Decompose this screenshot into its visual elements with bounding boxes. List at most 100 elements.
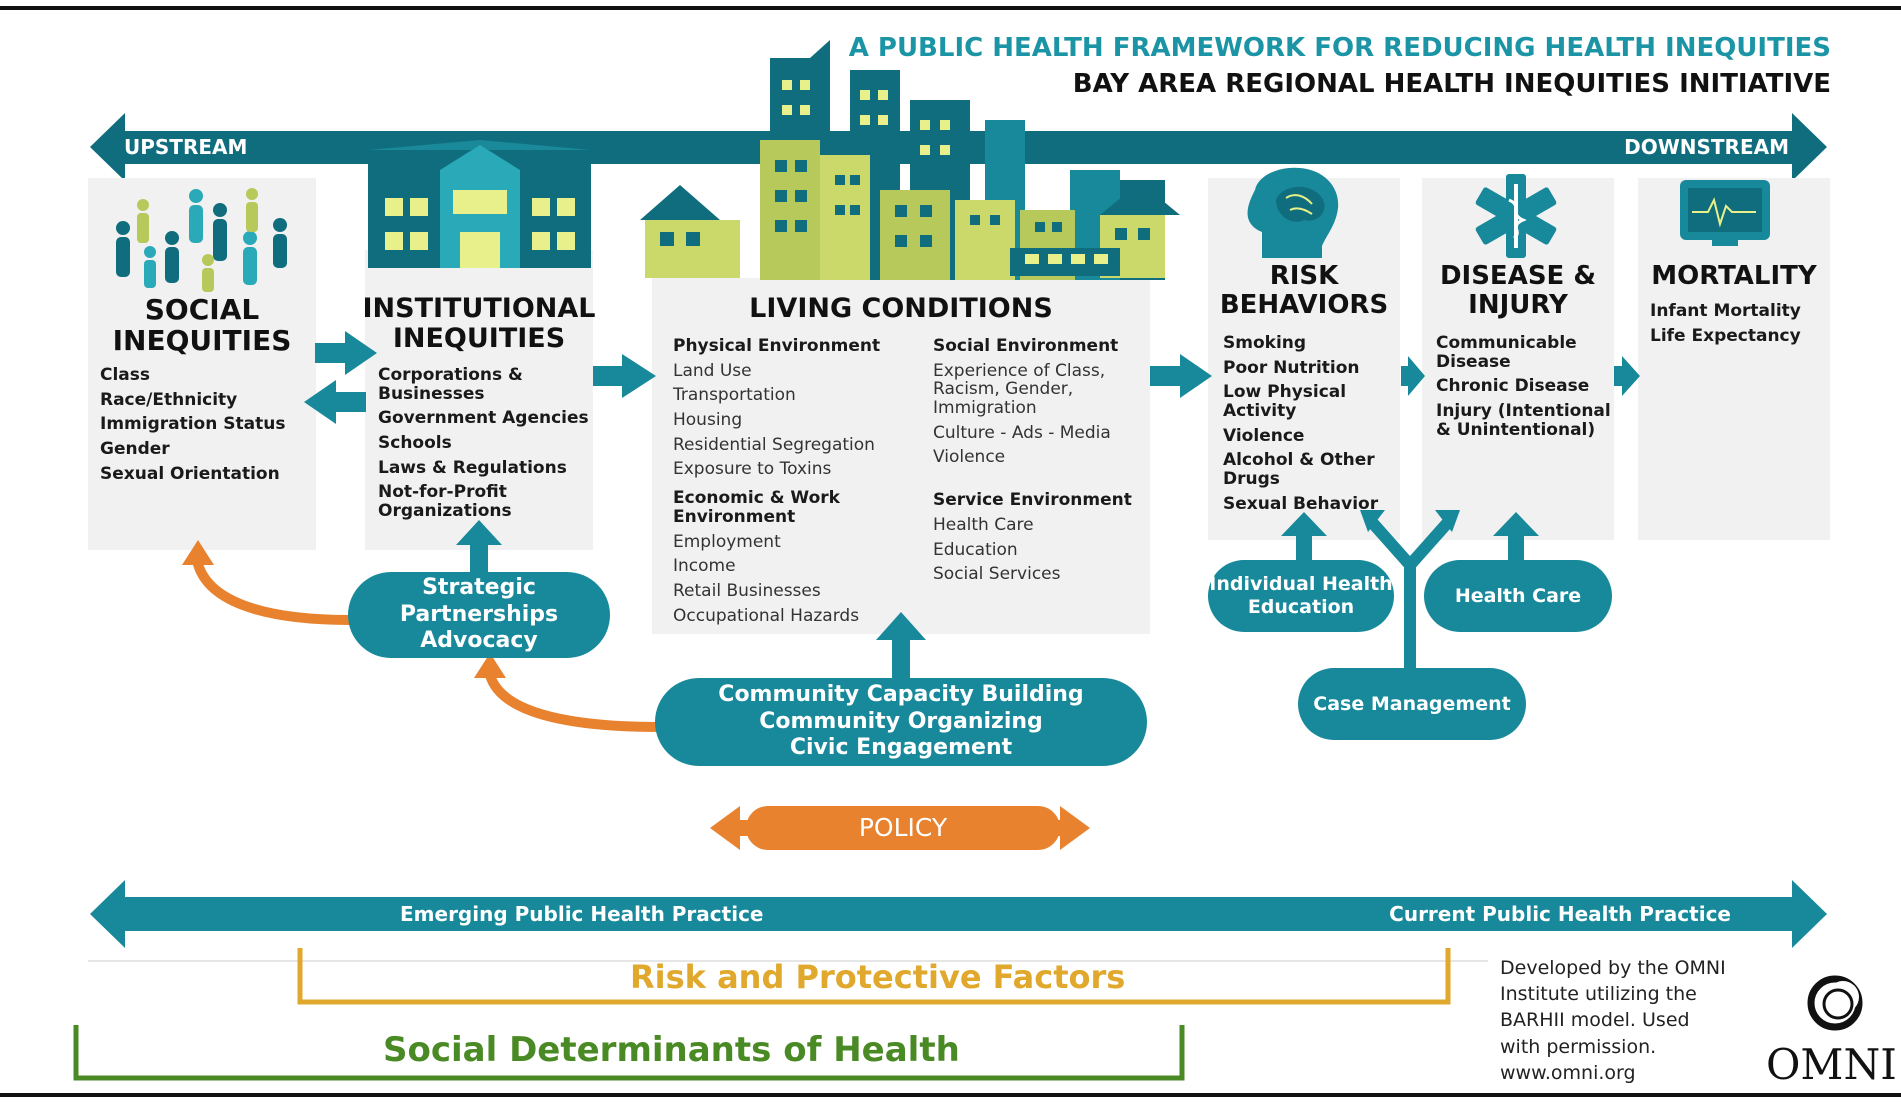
heart-monitor-icon xyxy=(1680,180,1770,246)
disease-injury-list: Communicable Disease Chronic Disease Inj… xyxy=(1436,334,1612,445)
living-conditions-col-2: Social Environment Experience of Class, … xyxy=(933,337,1143,590)
list-item: Poor Nutrition xyxy=(1223,357,1360,378)
credit-line: with permission. xyxy=(1500,1035,1657,1058)
list-item: Life Expectancy xyxy=(1650,325,1801,346)
risk-behaviors-list: Smoking Poor Nutrition Low Physical Acti… xyxy=(1223,334,1398,520)
arrow-case-left xyxy=(1360,510,1385,532)
physical-environment-heading: Physical Environment xyxy=(673,336,881,356)
bottom-rule xyxy=(0,1093,1901,1097)
institutional-title-line-1: INSTITUTIONAL xyxy=(362,293,596,324)
head-brain-icon xyxy=(1247,167,1339,258)
service-environment-heading: Service Environment xyxy=(933,490,1132,511)
list-item: Alcohol & Other Drugs xyxy=(1223,450,1375,490)
pill-line: Case Management xyxy=(1313,692,1511,715)
list-item: Race/Ethnicity xyxy=(100,389,238,410)
arrow-living-to-risk xyxy=(1150,354,1212,398)
disease-title-line-2: INJURY xyxy=(1468,290,1568,321)
omni-logo-text: OMNI xyxy=(1766,1040,1896,1089)
list-item: Laws & Regulations xyxy=(378,457,567,478)
economic-work-heading: Economic & Work Environment xyxy=(673,488,840,527)
institutional-panel-bg xyxy=(365,250,593,550)
list-item: Injury (Intentional & Unintentional) xyxy=(1436,401,1611,440)
list-item: Not-for-Profit Organizations xyxy=(378,482,512,522)
social-inequities-title: SOCIAL INEQUITIES xyxy=(88,294,316,357)
pill-line: Individual Health xyxy=(1209,573,1393,596)
list-item: Low Physical Activity xyxy=(1223,382,1347,422)
downstream-label: DOWNSTREAM xyxy=(1624,135,1789,159)
disease-title-line-1: DISEASE & xyxy=(1439,261,1597,291)
list-item: Retail Businesses xyxy=(673,580,821,601)
policy-pill: POLICY xyxy=(746,806,1060,850)
list-item: Income xyxy=(673,556,736,577)
list-item: Employment xyxy=(673,531,781,552)
list-item: Violence xyxy=(1223,425,1305,446)
list-item: Smoking xyxy=(1223,333,1307,353)
arrow-community-up xyxy=(876,612,926,680)
framework-title: A PUBLIC HEALTH FRAMEWORK FOR REDUCING H… xyxy=(848,33,1831,63)
top-rule xyxy=(0,6,1901,10)
people-icon xyxy=(116,188,287,292)
risk-protective-bracket xyxy=(297,948,1451,1005)
case-management-connector xyxy=(1365,516,1455,670)
disease-injury-title: DISEASE & INJURY xyxy=(1422,261,1614,321)
orange-arrow-strategic-to-social xyxy=(192,558,351,625)
pill-line: Advocacy xyxy=(420,628,538,654)
risk-protective-factors-label: Risk and Protective Factors xyxy=(630,958,1126,996)
list-item: Sexual Orientation xyxy=(100,463,280,484)
living-conditions-title: LIVING CONDITIONS xyxy=(749,293,1053,324)
list-item: Land Use xyxy=(673,360,752,381)
omni-logo-mark xyxy=(1807,975,1863,1031)
practice-arrow xyxy=(90,880,1827,948)
credit-line: Institute utilizing the xyxy=(1500,983,1697,1006)
list-item: Gender xyxy=(100,439,170,460)
list-item: Sexual Behavior xyxy=(1223,493,1379,514)
arrow-case-right xyxy=(1435,510,1460,532)
list-item: Exposure to Toxins xyxy=(673,459,832,480)
arrow-risk-to-disease xyxy=(1401,356,1425,396)
emerging-practice-label: Emerging Public Health Practice xyxy=(400,902,764,926)
social-inequities-list: Class Race/Ethnicity Immigration Status … xyxy=(100,366,315,489)
list-item: Experience of Class, Racism, Gender, Imm… xyxy=(933,360,1106,419)
risk-title-line-1: RISK xyxy=(1269,261,1339,291)
orange-arrow-community-to-strategic xyxy=(485,673,661,732)
social-environment-heading: Social Environment xyxy=(933,336,1119,356)
mortality-title: MORTALITY xyxy=(1651,261,1817,291)
social-title-line-1: SOCIAL xyxy=(144,293,260,326)
list-item: Culture - Ads - Media xyxy=(933,422,1111,443)
pill-line: Partnerships xyxy=(399,601,559,627)
list-item: Occupational Hazards xyxy=(673,605,860,626)
star-of-life-icon xyxy=(1475,174,1557,258)
mortality-list: Infant Mortality Life Expectancy xyxy=(1650,302,1828,351)
arrow-institutional-to-living xyxy=(593,354,656,398)
living-conditions-col-1: Physical Environment Land Use Transporta… xyxy=(673,337,913,631)
list-item: Infant Mortality xyxy=(1650,301,1801,321)
community-capacity-pill: Community Capacity Building Community Or… xyxy=(655,678,1147,766)
credit-link[interactable]: www.omni.org xyxy=(1500,1061,1636,1084)
living-panel-bg xyxy=(652,278,1150,634)
health-care-pill: Health Care xyxy=(1424,560,1612,632)
list-item: Housing xyxy=(673,410,743,431)
list-item: Government Agencies xyxy=(378,408,589,429)
arrow-institutional-to-social xyxy=(304,380,366,424)
institutional-title-line-2: INEQUITIES xyxy=(392,323,566,355)
credit-text: Developed by the OMNI Institute utilizin… xyxy=(1500,955,1740,1086)
list-item: Corporations & Businesses xyxy=(378,365,523,404)
upstream-label: UPSTREAM xyxy=(124,135,248,159)
current-practice-label: Current Public Health Practice xyxy=(1389,902,1731,926)
risk-behaviors-title: RISK BEHAVIORS xyxy=(1208,261,1400,320)
individual-health-education-pill: Individual Health Education xyxy=(1208,560,1394,632)
arrow-health-care-up xyxy=(1493,512,1539,560)
list-item: Chronic Disease xyxy=(1436,376,1590,397)
list-item: Communicable Disease xyxy=(1436,333,1577,372)
policy-label: POLICY xyxy=(858,813,948,842)
credit-line: BARHII model. Used xyxy=(1500,1009,1690,1032)
city-skyline-icon xyxy=(640,40,1180,280)
list-item: Transportation xyxy=(673,385,796,406)
arrow-social-to-institutional xyxy=(315,331,377,375)
social-title-line-2: INEQUITIES xyxy=(112,324,292,358)
credit-line: Developed by the OMNI xyxy=(1500,957,1726,979)
pill-line: Community Capacity Building xyxy=(718,682,1084,708)
list-item: Schools xyxy=(378,433,452,454)
framework-subtitle: BAY AREA REGIONAL HEALTH INEQUITIES INIT… xyxy=(1072,69,1831,99)
